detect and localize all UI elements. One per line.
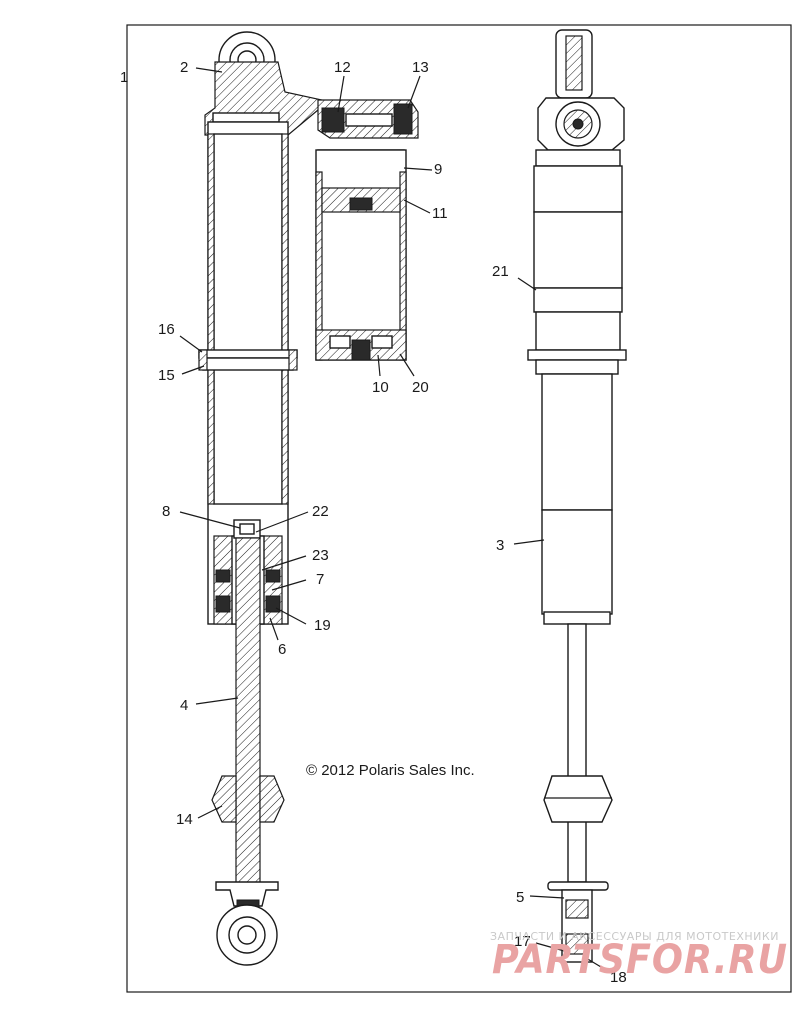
callout-10: 10: [372, 379, 389, 396]
callout-8: 8: [162, 503, 170, 520]
left-shock-section: [198, 31, 323, 966]
leader-lines: [179, 67, 607, 971]
copyright-text: © 2012 Polaris Sales Inc.: [306, 762, 475, 779]
reservoir-section: [315, 99, 419, 361]
assembly-number-label: 1: [120, 69, 128, 86]
right-shock-external: [527, 29, 627, 963]
callout-3: 3: [496, 537, 504, 554]
callout-19: 19: [314, 617, 331, 634]
callout-2: 2: [180, 59, 188, 76]
callout-16: 16: [158, 321, 175, 338]
callout-13: 13: [412, 59, 429, 76]
callout-21: 21: [492, 263, 509, 280]
callout-18: 18: [610, 969, 627, 986]
callout-9: 9: [434, 161, 442, 178]
callout-6: 6: [278, 641, 286, 658]
callout-17: 17: [514, 933, 531, 950]
callout-4: 4: [180, 697, 188, 714]
watermark-brand: PARTSFOR.RU: [492, 937, 788, 983]
callout-23: 23: [312, 547, 329, 564]
callout-12: 12: [334, 59, 351, 76]
callout-5: 5: [516, 889, 524, 906]
diagram-frame: [126, 24, 792, 993]
watermark: ЗАПЧАСТИ И АКСЕССУАРЫ ДЛЯ МОТОТЕХНИКИ PA…: [490, 930, 788, 983]
callout-22: 22: [312, 503, 329, 520]
watermark-tagline: ЗАПЧАСТИ И АКСЕССУАРЫ ДЛЯ МОТОТЕХНИКИ: [490, 930, 779, 943]
callout-labels: 1 2 12 13 9 11 16 15 10 20 21 8 22 23 7 …: [120, 59, 627, 986]
callout-15: 15: [158, 367, 175, 384]
callout-7: 7: [316, 571, 324, 588]
callout-14: 14: [176, 811, 193, 828]
callout-20: 20: [412, 379, 429, 396]
callout-11: 11: [432, 205, 448, 222]
